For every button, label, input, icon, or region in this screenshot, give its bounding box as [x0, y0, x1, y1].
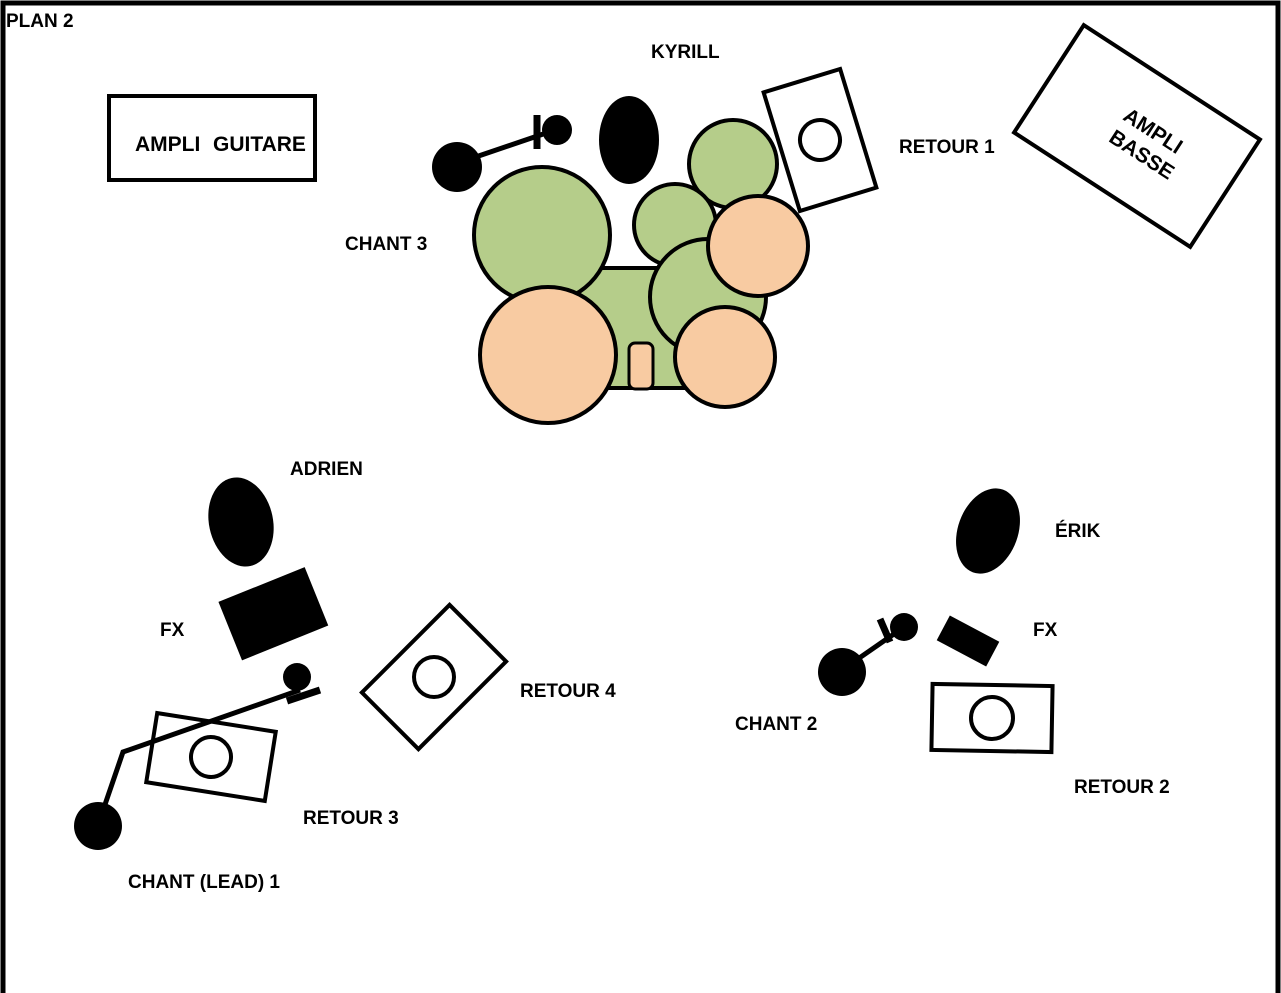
chant-2-label: CHANT 2 [735, 714, 817, 735]
ampli-guitare: AMPLI GUITARE [107, 94, 317, 182]
retour-4-label: RETOUR 4 [520, 681, 616, 702]
retour-3-label: RETOUR 3 [303, 808, 399, 829]
fx-left-label: FX [160, 620, 185, 641]
erik-figure [956, 488, 1020, 574]
mic-chant-lead-1-boom [95, 687, 301, 826]
ampli-guitare-label-1: AMPLI [135, 133, 200, 156]
ampli-guitare-box [107, 94, 317, 182]
cymbal-lower-right [673, 305, 777, 409]
mic-chant-3-head [542, 115, 572, 145]
kyrill-figure [599, 96, 659, 184]
fx-right-label: FX [1033, 620, 1058, 641]
retour-4-monitor [359, 602, 509, 752]
fx-right-pedal [936, 615, 1000, 667]
mic-chant-2 [818, 613, 918, 696]
mic-chant-2-clip [876, 617, 894, 644]
mic-chant-2-base [818, 648, 866, 696]
retour-4-speaker [412, 655, 456, 699]
chant-3-label: CHANT 3 [345, 234, 427, 255]
kyrill-label: KYRILL [651, 42, 720, 63]
chant-lead-1-label: CHANT (LEAD) 1 [128, 872, 280, 893]
cymbal-large-left [478, 285, 618, 425]
mic-chant-lead-1-clip [285, 686, 322, 705]
ampli-basse-box [1011, 22, 1263, 250]
plan-title: PLAN 2 [6, 11, 74, 32]
retour-3-monitor [143, 710, 279, 804]
floor-tom-left [472, 165, 612, 305]
mic-chant-2-head [890, 613, 918, 641]
adrien-figure [208, 477, 274, 567]
adrien-label: ADRIEN [290, 459, 363, 480]
erik-label: ÉRIK [1055, 520, 1101, 542]
fx-left-pedalboard [218, 567, 329, 661]
mic-chant-3-base [432, 142, 482, 192]
retour-1-monitor [761, 66, 879, 214]
ampli-basse: AMPLI BASSE [1011, 22, 1263, 250]
retour-2-label: RETOUR 2 [1074, 777, 1170, 798]
mic-chant-lead-1-base [74, 802, 122, 850]
kick-pedal [627, 341, 655, 391]
mic-chant-lead-1-head [283, 663, 311, 691]
mic-chant-lead-1 [74, 663, 322, 850]
retour-2-speaker [969, 695, 1015, 741]
mic-chant-3 [432, 115, 572, 192]
retour-3-speaker [189, 735, 233, 779]
retour-1-label: RETOUR 1 [899, 137, 995, 158]
ampli-guitare-label-2: GUITARE [213, 133, 306, 156]
retour-1-speaker [798, 118, 842, 162]
drum-kit [472, 96, 810, 425]
retour-2-monitor [929, 681, 1055, 755]
cymbal-top-right [706, 194, 810, 298]
